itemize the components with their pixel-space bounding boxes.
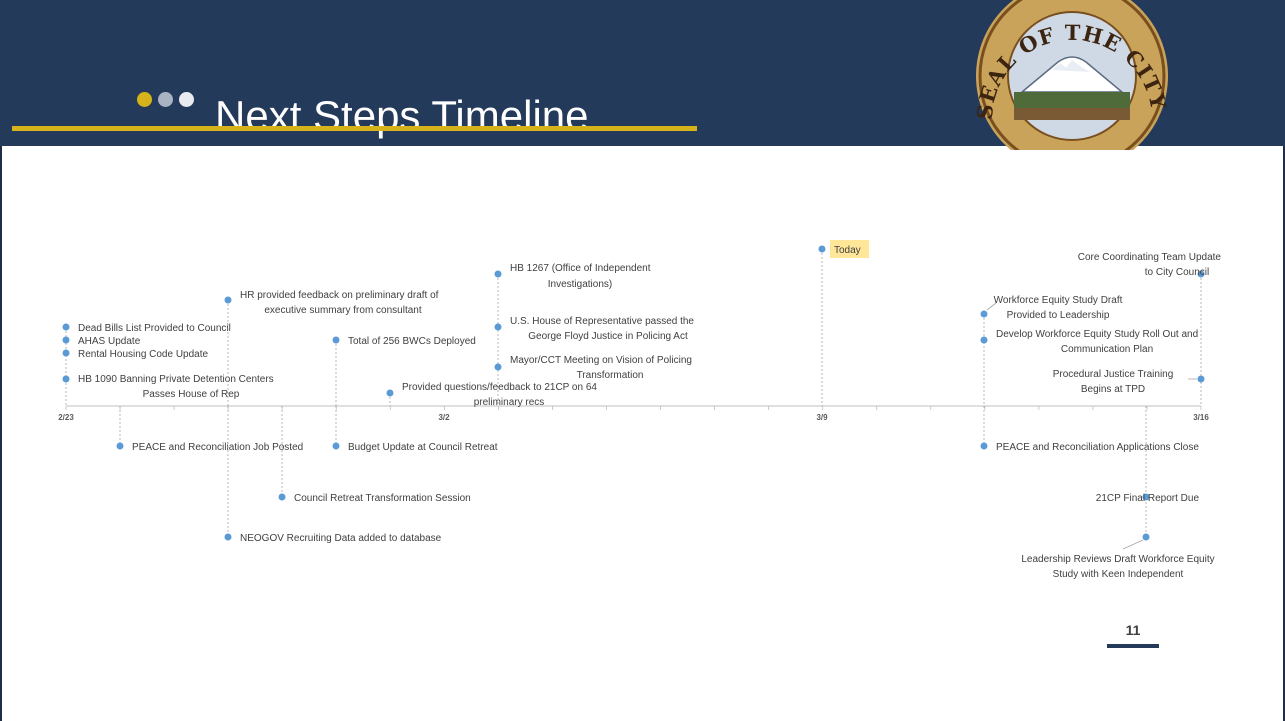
- city-seal-logo: SEAL OF THE CITY OF TACOMA: [940, 0, 1171, 150]
- event-label: HB 1267 (Office of Independent: [510, 263, 651, 274]
- title-underline: [12, 126, 697, 131]
- event-peace-applications-close: PEACE and Reconciliation Applications Cl…: [980, 406, 1199, 453]
- event-label: Workforce Equity Study Draft: [994, 295, 1123, 306]
- event-bwcs-deployed: Total of 256 BWCs Deployed: [332, 336, 476, 406]
- today-marker: Today: [818, 240, 869, 406]
- event-label: HR provided feedback on preliminary draf…: [240, 290, 439, 301]
- slide-border-right: [1283, 146, 1285, 721]
- event-rental-housing: Rental Housing Code Update: [62, 349, 209, 360]
- slide-title: Next Steps Timeline: [215, 92, 589, 139]
- event-ahas-update: AHAS Update: [62, 336, 141, 347]
- axis-ticks: [65, 406, 1202, 410]
- event-neogov: NEOGOV Recruiting Data added to database: [224, 406, 442, 544]
- slide-border-left: [0, 146, 2, 721]
- event-label: Communication Plan: [1061, 344, 1153, 355]
- axis-tick-label: 2/23: [58, 413, 74, 422]
- event-procedural-justice: Procedural Justice Training Begins at TP…: [1053, 369, 1205, 395]
- event-mayor-cct: Mayor/CCT Meeting on Vision of Policing …: [494, 355, 692, 381]
- page-number: 11: [1125, 622, 1141, 638]
- event-budget-update: Budget Update at Council Retreat: [332, 406, 498, 453]
- event-label: AHAS Update: [78, 336, 141, 347]
- event-label: Provided questions/feedback to 21CP on 6…: [402, 382, 597, 393]
- title-dot-gold: [137, 92, 152, 107]
- event-label: Mayor/CCT Meeting on Vision of Policing: [510, 355, 692, 366]
- event-label: Provided to Leadership: [1007, 310, 1110, 321]
- event-label: Begins at TPD: [1081, 384, 1145, 395]
- event-21cp-final: 21CP Final Report Due: [1096, 406, 1200, 537]
- event-label: executive summary from consultant: [264, 305, 422, 316]
- title-dot-gray: [158, 92, 173, 107]
- axis-tick-label: 3/16: [1193, 413, 1209, 422]
- event-label: HB 1090 Banning Private Detention Center…: [78, 374, 274, 385]
- event-label: Leadership Reviews Draft Workforce Equit…: [1021, 554, 1214, 565]
- event-label: Core Coordinating Team Update: [1078, 252, 1222, 263]
- event-label: Develop Workforce Equity Study Roll Out …: [996, 329, 1198, 340]
- axis-tick-label: 3/2: [438, 413, 450, 422]
- event-label: Investigations): [548, 279, 612, 290]
- event-label: Study with Keen Independent: [1053, 569, 1184, 580]
- event-label: 21CP Final Report Due: [1096, 493, 1200, 504]
- event-label: Total of 256 BWCs Deployed: [348, 336, 476, 347]
- event-label: to City Council: [1145, 267, 1209, 278]
- timeline-axis: 2/23 3/2 3/9 3/16: [58, 405, 1209, 422]
- event-label: Procedural Justice Training: [1053, 369, 1174, 380]
- event-core-team-update: Core Coordinating Team Update to City Co…: [1078, 252, 1222, 406]
- event-label: Rental Housing Code Update: [78, 349, 209, 360]
- event-label: Budget Update at Council Retreat: [348, 442, 498, 453]
- event-label: NEOGOV Recruiting Data added to database: [240, 533, 442, 544]
- event-workforce-rollout: Develop Workforce Equity Study Roll Out …: [980, 329, 1198, 355]
- event-label: PEACE and Reconciliation Applications Cl…: [996, 442, 1199, 453]
- event-peace-job-posted: PEACE and Reconciliation Job Posted: [116, 406, 303, 453]
- event-hr-feedback: HR provided feedback on preliminary draf…: [224, 290, 439, 406]
- title-dot-light: [179, 92, 194, 107]
- event-21cp-questions: Provided questions/feedback to 21CP on 6…: [386, 382, 597, 408]
- event-label: George Floyd Justice in Policing Act: [528, 331, 688, 342]
- event-hb-1090: HB 1090 Banning Private Detention Center…: [62, 374, 274, 400]
- event-george-floyd-act: U.S. House of Representative passed the …: [494, 316, 694, 342]
- timeline-diagram: 2/23 3/2 3/9 3/16 Today Dead Bills List …: [58, 240, 1222, 580]
- event-label: Transformation: [577, 370, 644, 381]
- event-leadership-reviews: Leadership Reviews Draft Workforce Equit…: [1021, 533, 1215, 580]
- event-label: Passes House of Rep: [143, 389, 240, 400]
- event-label: U.S. House of Representative passed the: [510, 316, 694, 327]
- event-workforce-draft: Workforce Equity Study Draft Provided to…: [980, 295, 1123, 406]
- event-hb-1267: HB 1267 (Office of Independent Investiga…: [494, 263, 651, 406]
- event-label: PEACE and Reconciliation Job Posted: [132, 442, 303, 453]
- event-label: Dead Bills List Provided to Council: [78, 323, 231, 334]
- today-label: Today: [834, 245, 861, 256]
- event-label: Council Retreat Transformation Session: [294, 493, 471, 504]
- event-label: preliminary recs: [474, 397, 545, 408]
- axis-tick-label: 3/9: [816, 413, 828, 422]
- event-council-retreat-session: Council Retreat Transformation Session: [278, 406, 471, 504]
- page-number-underline: [1107, 644, 1159, 648]
